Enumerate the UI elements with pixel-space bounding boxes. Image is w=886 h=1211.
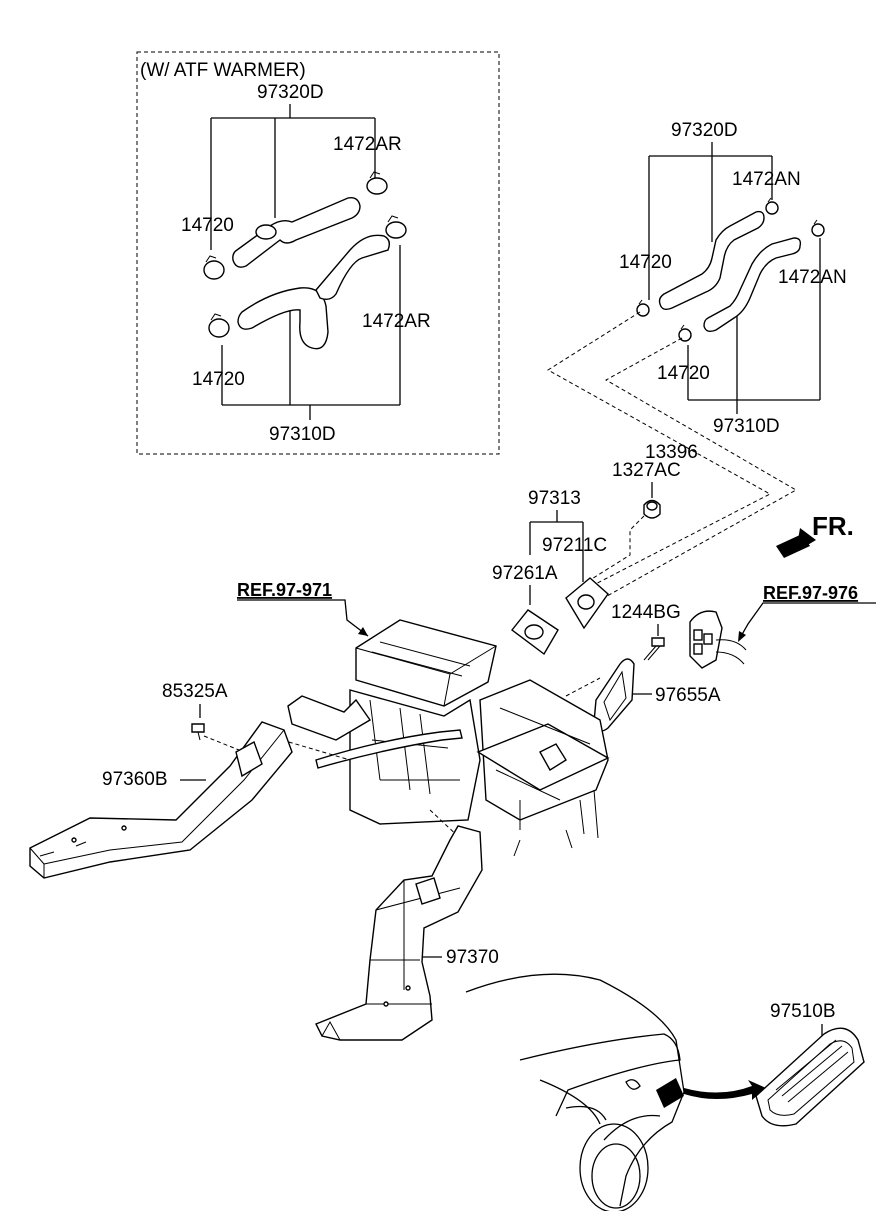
clamp-icon: [203, 255, 225, 280]
grommet-icon: [643, 499, 661, 519]
label-97320D: 97320D: [671, 120, 738, 141]
leader-97313: [529, 510, 584, 582]
clamp-icon: [636, 299, 650, 317]
screw-route: [203, 735, 351, 761]
hvac-left-arm: [287, 695, 372, 741]
grommet-route: [589, 515, 645, 581]
label-14720-upper: 14720: [619, 252, 672, 273]
leader-97310D: [687, 238, 821, 414]
clamp-icon: [385, 215, 407, 239]
label-1472AR-lower: 1472AR: [362, 311, 431, 332]
hvac-cable: [315, 729, 463, 769]
bolt-icon: [643, 637, 665, 661]
vent-location-marker: [656, 1078, 684, 1108]
seal-plate-97261A: [511, 609, 559, 656]
leader-97320D: [648, 142, 773, 300]
arrow-icon: [738, 631, 746, 642]
clamp-icon: [208, 313, 230, 338]
ref-97-971: REF.97-971: [237, 580, 332, 600]
hose-97310D-box-b: [315, 234, 391, 301]
label-97510B: 97510B: [770, 1001, 836, 1022]
arrow-icon: [358, 627, 368, 636]
option-box-border: [136, 51, 500, 455]
hose-group-right: 97320D 1472AN 14720 1472AN 14720 97310D: [547, 120, 847, 601]
hose-97310D-box-a: [237, 287, 329, 350]
label-1244BG: 1244BG: [611, 602, 681, 623]
label-14720-upper-box: 14720: [181, 215, 234, 236]
front-arrow-icon: [776, 528, 816, 558]
arrow-icon: [684, 1080, 766, 1100]
hose-route-line-1: [547, 311, 772, 593]
hose-route-line-2: [599, 337, 798, 601]
seal-group: 13396 1327AC 97313 97211C 97261A: [492, 442, 698, 656]
hose-97310D: [703, 237, 802, 333]
label-14720-lower-box: 14720: [192, 369, 245, 390]
label-85325A: 85325A: [162, 681, 228, 702]
hose-97320D-box: [232, 196, 361, 268]
seal-plate-97211C: [565, 577, 609, 630]
ref-97-976: REF.97-976: [763, 583, 858, 603]
label-97360B: 97360B: [102, 769, 168, 790]
screw-icon: [191, 723, 205, 741]
leader-97320D-box: [210, 104, 376, 250]
clamp-icon: [366, 171, 388, 195]
hose-97320D: [658, 210, 765, 311]
ref-97-976-leader: [739, 602, 876, 639]
clamp-icon: [811, 219, 825, 237]
duct-97360B: [29, 721, 293, 879]
hvac-unit: [287, 619, 610, 857]
label-1472AN-upper: 1472AN: [732, 169, 801, 190]
label-1472AN-lower: 1472AN: [778, 267, 847, 288]
label-97655A: 97655A: [655, 685, 721, 706]
hvac-main-body: [349, 689, 481, 825]
hose-elbow-box: [255, 224, 277, 240]
duct-97370: [315, 825, 483, 1041]
label-97211C: 97211C: [542, 535, 607, 556]
label-97313: 97313: [528, 488, 581, 509]
option-box-title: (W/ ATF WARMER): [140, 60, 306, 81]
label-97310D-box: 97310D: [269, 424, 336, 445]
atf-warmer-option-box: (W/ ATF WARMER) 97320D 1472AR 14720 1472…: [136, 51, 500, 455]
leader-97310D-box: [221, 245, 401, 420]
label-1327AC: 1327AC: [612, 460, 681, 481]
label-1472AR-upper: 1472AR: [333, 134, 402, 155]
connector-ref-976: [689, 610, 747, 669]
hvac-top-box: [355, 619, 497, 707]
vent-grille-97510B: [755, 1027, 865, 1127]
label-97261A: 97261A: [492, 563, 558, 584]
clamp-icon: [765, 197, 779, 215]
label-13396: 13396: [645, 442, 698, 463]
ref-97-971-leader: [237, 599, 369, 637]
cover-route: [565, 677, 601, 697]
label-97310D: 97310D: [713, 416, 780, 437]
car-rear-illustration: [465, 973, 766, 1211]
label-14720-lower: 14720: [657, 363, 710, 384]
front-direction-label: FR.: [812, 511, 854, 541]
label-97370: 97370: [446, 947, 499, 968]
label-97320D-box: 97320D: [257, 82, 324, 103]
